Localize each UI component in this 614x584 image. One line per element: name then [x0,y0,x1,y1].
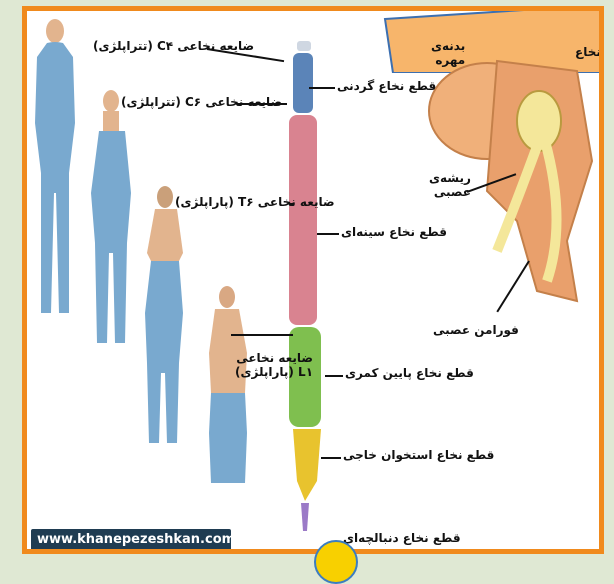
figure-c4 [35,19,75,313]
thoracic-segment [289,115,317,325]
label-l1: ضایعه نخاعی L۱ (پاراپلژی) [235,351,313,379]
sacral-segment [293,429,321,501]
label-sacral: قطع نخاع استخوان خاجی [343,448,494,462]
label-t6: ضایعه نخاعی T۶ (پاراپلژی) [175,195,335,209]
badge-circle [314,540,358,584]
label-foramen: فورامن عصبی [433,323,519,337]
figure-c6 [91,90,131,343]
cervical-segment [293,41,313,113]
pointer-t6 [289,203,293,205]
label-lumbar: قطع نخاع پایین کمری [345,366,474,380]
illustration-frame: ضایعه نخاعی C۴ (تتراپلژی) ضایعه نخاعی C۶… [22,6,604,554]
coccygeal-segment [301,503,309,531]
pointer-sacral [321,457,341,459]
pointer-thoracic [317,233,339,235]
figure-t6 [145,186,183,443]
label-coccygeal: قطع نخاع دنبالچه‌ای [343,531,461,545]
site-watermark: www.khanepezeshkan.com [31,529,231,551]
pointer-lumbar [325,375,343,377]
figure-l1 [209,286,247,483]
label-vertebral-body: بدنه‌ی مهره [431,39,465,67]
pointer-c6 [237,103,287,105]
label-spinal-cord: نخاع [575,45,601,59]
label-cervical: قطع نخاع گردنی [337,79,436,93]
label-thoracic: قطع نخاع سینه‌ای [341,225,447,239]
spine-illustration [283,41,329,554]
label-nerve-root: ریشه‌ی عصبی [429,171,471,199]
figures-illustration [33,13,263,483]
label-c6: ضایعه نخاعی C۶ (تتراپلژی) [121,95,282,109]
pointer-cervical [309,87,335,89]
pointer-l1 [231,334,293,336]
